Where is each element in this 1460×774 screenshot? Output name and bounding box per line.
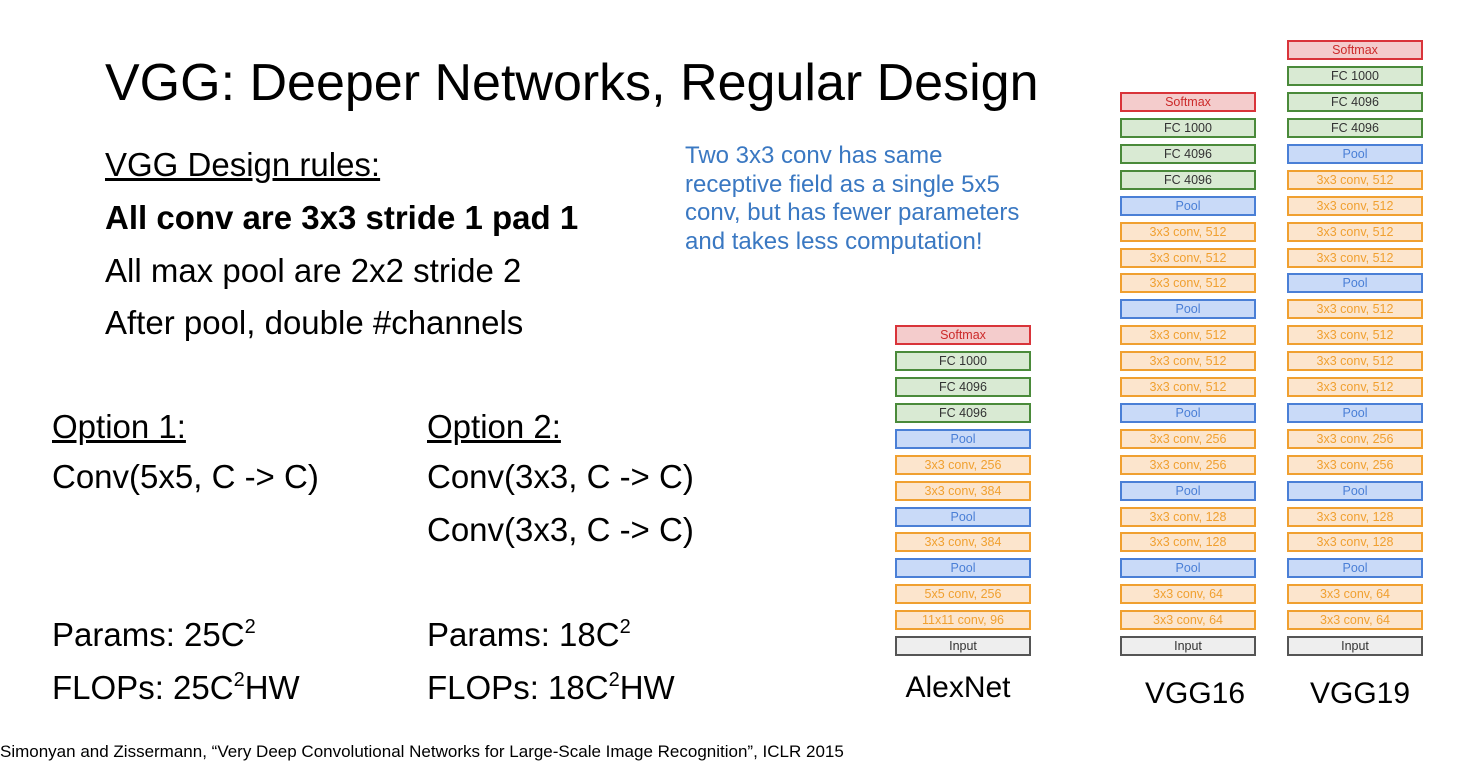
vgg19-layer-conv: 3x3 conv, 512 bbox=[1287, 221, 1423, 242]
option1-conv: Conv(5x5, C -> C) bbox=[52, 458, 319, 495]
vgg19-layer-conv: 3x3 conv, 128 bbox=[1287, 506, 1423, 527]
vgg16-layer-conv: 3x3 conv, 256 bbox=[1120, 454, 1256, 475]
vgg16-layer-conv: 3x3 conv, 512 bbox=[1120, 325, 1256, 346]
vgg19-layer-conv: 3x3 conv, 512 bbox=[1287, 247, 1423, 268]
vgg19-layer-conv: 3x3 conv, 128 bbox=[1287, 532, 1423, 553]
vgg16-layer-conv: 3x3 conv, 256 bbox=[1120, 428, 1256, 449]
option1-params: Params: 25C2 bbox=[52, 616, 256, 653]
vgg19-layer-pool: Pool bbox=[1287, 558, 1423, 579]
vgg16-layer-conv: 3x3 conv, 512 bbox=[1120, 351, 1256, 372]
vgg19-layer-pool: Pool bbox=[1287, 143, 1423, 164]
option2-flops: FLOPs: 18C2HW bbox=[427, 669, 675, 706]
design-rules-heading: VGG Design rules: bbox=[105, 146, 381, 183]
alexnet-layer-pool: Pool bbox=[895, 428, 1031, 449]
alexnet-layer-fc: FC 4096 bbox=[895, 377, 1031, 397]
note-line: receptive field as a single 5x5 bbox=[685, 170, 1000, 198]
alexnet-layer-conv: 3x3 conv, 384 bbox=[895, 480, 1031, 501]
vgg16-layer-input: Input bbox=[1120, 636, 1256, 656]
vgg19-layer-softmax: Softmax bbox=[1287, 40, 1423, 61]
vgg19-layer-conv: 3x3 conv, 256 bbox=[1287, 428, 1423, 449]
design-rule-conv: All conv are 3x3 stride 1 pad 1 bbox=[105, 199, 579, 236]
vgg16-layer-fc: FC 4096 bbox=[1120, 143, 1256, 164]
vgg16-layer-conv: 3x3 conv, 128 bbox=[1120, 532, 1256, 553]
vgg19-layer-conv: 3x3 conv, 512 bbox=[1287, 195, 1423, 216]
option2-conv-2: Conv(3x3, C -> C) bbox=[427, 511, 694, 548]
vgg16-layer-conv: 3x3 conv, 64 bbox=[1120, 584, 1256, 605]
vgg19-layer-conv: 3x3 conv, 512 bbox=[1287, 299, 1423, 320]
alexnet-layer-conv: 3x3 conv, 384 bbox=[895, 532, 1031, 553]
alexnet-layer-pool: Pool bbox=[895, 506, 1031, 527]
design-rule-channels: After pool, double #channels bbox=[105, 304, 524, 341]
vgg16-layer-fc: FC 1000 bbox=[1120, 118, 1256, 138]
option2-heading: Option 2: bbox=[427, 408, 561, 445]
alexnet-layer-conv: 11x11 conv, 96 bbox=[895, 610, 1031, 631]
note-line: conv, but has fewer parameters bbox=[685, 199, 1020, 226]
vgg16-layer-conv: 3x3 conv, 512 bbox=[1120, 247, 1256, 268]
vgg19-layer-pool: Pool bbox=[1287, 402, 1423, 423]
vgg16-label: VGG16 bbox=[1144, 677, 1246, 710]
vgg19-layer-conv: 3x3 conv, 512 bbox=[1287, 351, 1423, 372]
option1-heading: Option 1: bbox=[52, 408, 186, 445]
vgg16-layer-pool: Pool bbox=[1120, 402, 1256, 423]
vgg16-layer-conv: 3x3 conv, 512 bbox=[1120, 273, 1256, 294]
vgg16-layer-pool: Pool bbox=[1120, 299, 1256, 320]
option2-params: Params: 18C2 bbox=[427, 616, 631, 653]
alexnet-layer-conv: 5x5 conv, 256 bbox=[895, 584, 1031, 605]
vgg19-layer-fc: FC 1000 bbox=[1287, 66, 1423, 87]
vgg16-layer-fc: FC 4096 bbox=[1120, 169, 1256, 190]
vgg19-layer-pool: Pool bbox=[1287, 273, 1423, 294]
note-line: and takes less computation! bbox=[685, 227, 983, 255]
alexnet-layer-fc: FC 4096 bbox=[895, 402, 1031, 423]
alexnet-layer-pool: Pool bbox=[895, 558, 1031, 579]
vgg16-layer-pool: Pool bbox=[1120, 480, 1256, 501]
vgg19-layer-conv: 3x3 conv, 64 bbox=[1287, 610, 1423, 631]
citation: Simonyan and Zissermann, “Very Deep Conv… bbox=[0, 742, 844, 761]
vgg19-layer-conv: 3x3 conv, 512 bbox=[1287, 169, 1423, 190]
vgg19-layer-conv: 3x3 conv, 64 bbox=[1287, 584, 1423, 605]
alexnet-layer-input: Input bbox=[895, 636, 1031, 656]
alexnet-layer-softmax: Softmax bbox=[895, 325, 1031, 346]
option2-conv-1: Conv(3x3, C -> C) bbox=[427, 458, 694, 495]
vgg19-layer-fc: FC 4096 bbox=[1287, 92, 1423, 113]
vgg19-layer-fc: FC 4096 bbox=[1287, 118, 1423, 138]
vgg16-layer-conv: 3x3 conv, 64 bbox=[1120, 610, 1256, 631]
alexnet-label: AlexNet bbox=[905, 671, 1011, 704]
design-rule-pool: All max pool are 2x2 stride 2 bbox=[105, 252, 522, 289]
vgg19-layer-conv: 3x3 conv, 512 bbox=[1287, 377, 1423, 397]
vgg19-layer-conv: 3x3 conv, 256 bbox=[1287, 454, 1423, 475]
vgg19-layer-input: Input bbox=[1287, 636, 1423, 656]
vgg19-label: VGG19 bbox=[1309, 677, 1411, 710]
vgg16-layer-conv: 3x3 conv, 128 bbox=[1120, 506, 1256, 527]
vgg19-layer-conv: 3x3 conv, 512 bbox=[1287, 325, 1423, 346]
vgg16-layer-softmax: Softmax bbox=[1120, 92, 1256, 113]
option1-flops: FLOPs: 25C2HW bbox=[52, 669, 300, 706]
slide-title: VGG: Deeper Networks, Regular Design bbox=[105, 54, 1039, 112]
receptive-field-note: Two 3x3 conv has same receptive field as… bbox=[685, 142, 1019, 256]
note-line: Two 3x3 conv has same bbox=[685, 142, 943, 169]
vgg16-layer-pool: Pool bbox=[1120, 195, 1256, 216]
vgg16-layer-conv: 3x3 conv, 512 bbox=[1120, 377, 1256, 397]
alexnet-layer-fc: FC 1000 bbox=[895, 351, 1031, 372]
vgg16-layer-pool: Pool bbox=[1120, 558, 1256, 579]
vgg19-layer-pool: Pool bbox=[1287, 480, 1423, 501]
vgg16-layer-conv: 3x3 conv, 512 bbox=[1120, 221, 1256, 242]
alexnet-layer-conv: 3x3 conv, 256 bbox=[895, 454, 1031, 475]
